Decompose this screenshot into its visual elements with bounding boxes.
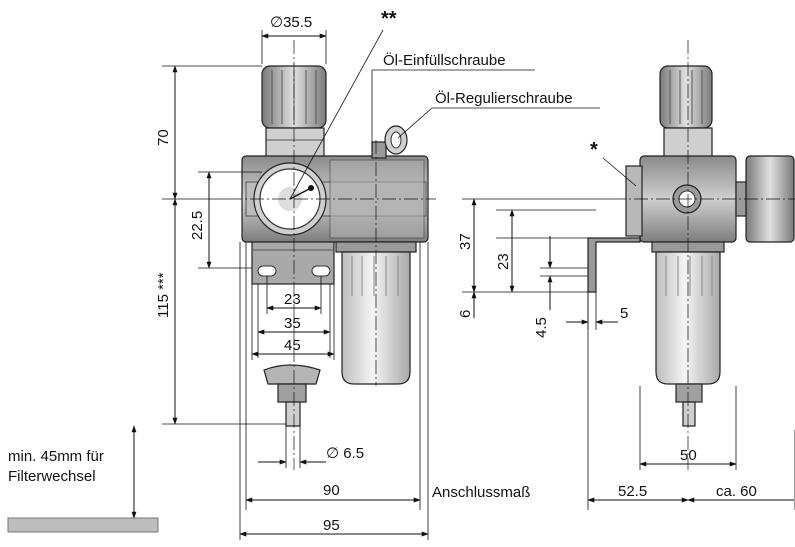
- dim-knob-diameter: ∅35.5: [270, 14, 312, 31]
- dim-side-23: 23: [495, 253, 512, 270]
- label-single-star: *: [590, 139, 598, 161]
- dim-side-4-5: 4.5: [533, 317, 550, 338]
- dim-height-lower: 115 ***: [155, 272, 172, 318]
- note-filter-change-2: Filterwechsel: [8, 468, 96, 485]
- note-filter-change-1: min. 45mm für: [8, 448, 104, 465]
- dim-bracket-slot: 23: [284, 291, 301, 308]
- mounting-bracket: [251, 241, 335, 285]
- dim-side-5: 5: [620, 305, 628, 322]
- side-view: [587, 40, 795, 470]
- dim-bracket-outer: 45: [284, 337, 301, 354]
- dim-side-37: 37: [457, 233, 474, 250]
- dimension-lines: [131, 29, 795, 540]
- front-view: [228, 40, 436, 470]
- dim-side-50: 50: [680, 447, 697, 464]
- drawing-text: ∅35.5 ** Öl-Einfüllschraube Öl-Reguliers…: [8, 8, 757, 534]
- dim-side-6: 6: [457, 310, 474, 318]
- dim-side-ca-60: ca. 60: [716, 483, 757, 500]
- label-oil-fill-screw: Öl-Einfüllschraube: [383, 51, 506, 69]
- dim-width-90: 90: [323, 482, 340, 499]
- oil-fill-cap: [371, 125, 408, 159]
- label-connection-dimension: Anschlussmaß: [432, 484, 530, 501]
- dim-bracket-inner: 35: [284, 315, 301, 332]
- label-oil-regulating-screw: Öl-Regulierschraube: [435, 89, 573, 107]
- dim-width-95: 95: [323, 517, 340, 534]
- dim-side-52-5: 52.5: [618, 483, 647, 500]
- dim-height-gauge: 22.5: [189, 211, 206, 240]
- floor-plate: [7, 517, 159, 533]
- dim-drain-diameter: ∅ 6.5: [326, 445, 364, 462]
- dim-height-knob: 70: [155, 129, 172, 146]
- label-double-star: **: [381, 8, 397, 30]
- drain-assembly: [263, 364, 321, 427]
